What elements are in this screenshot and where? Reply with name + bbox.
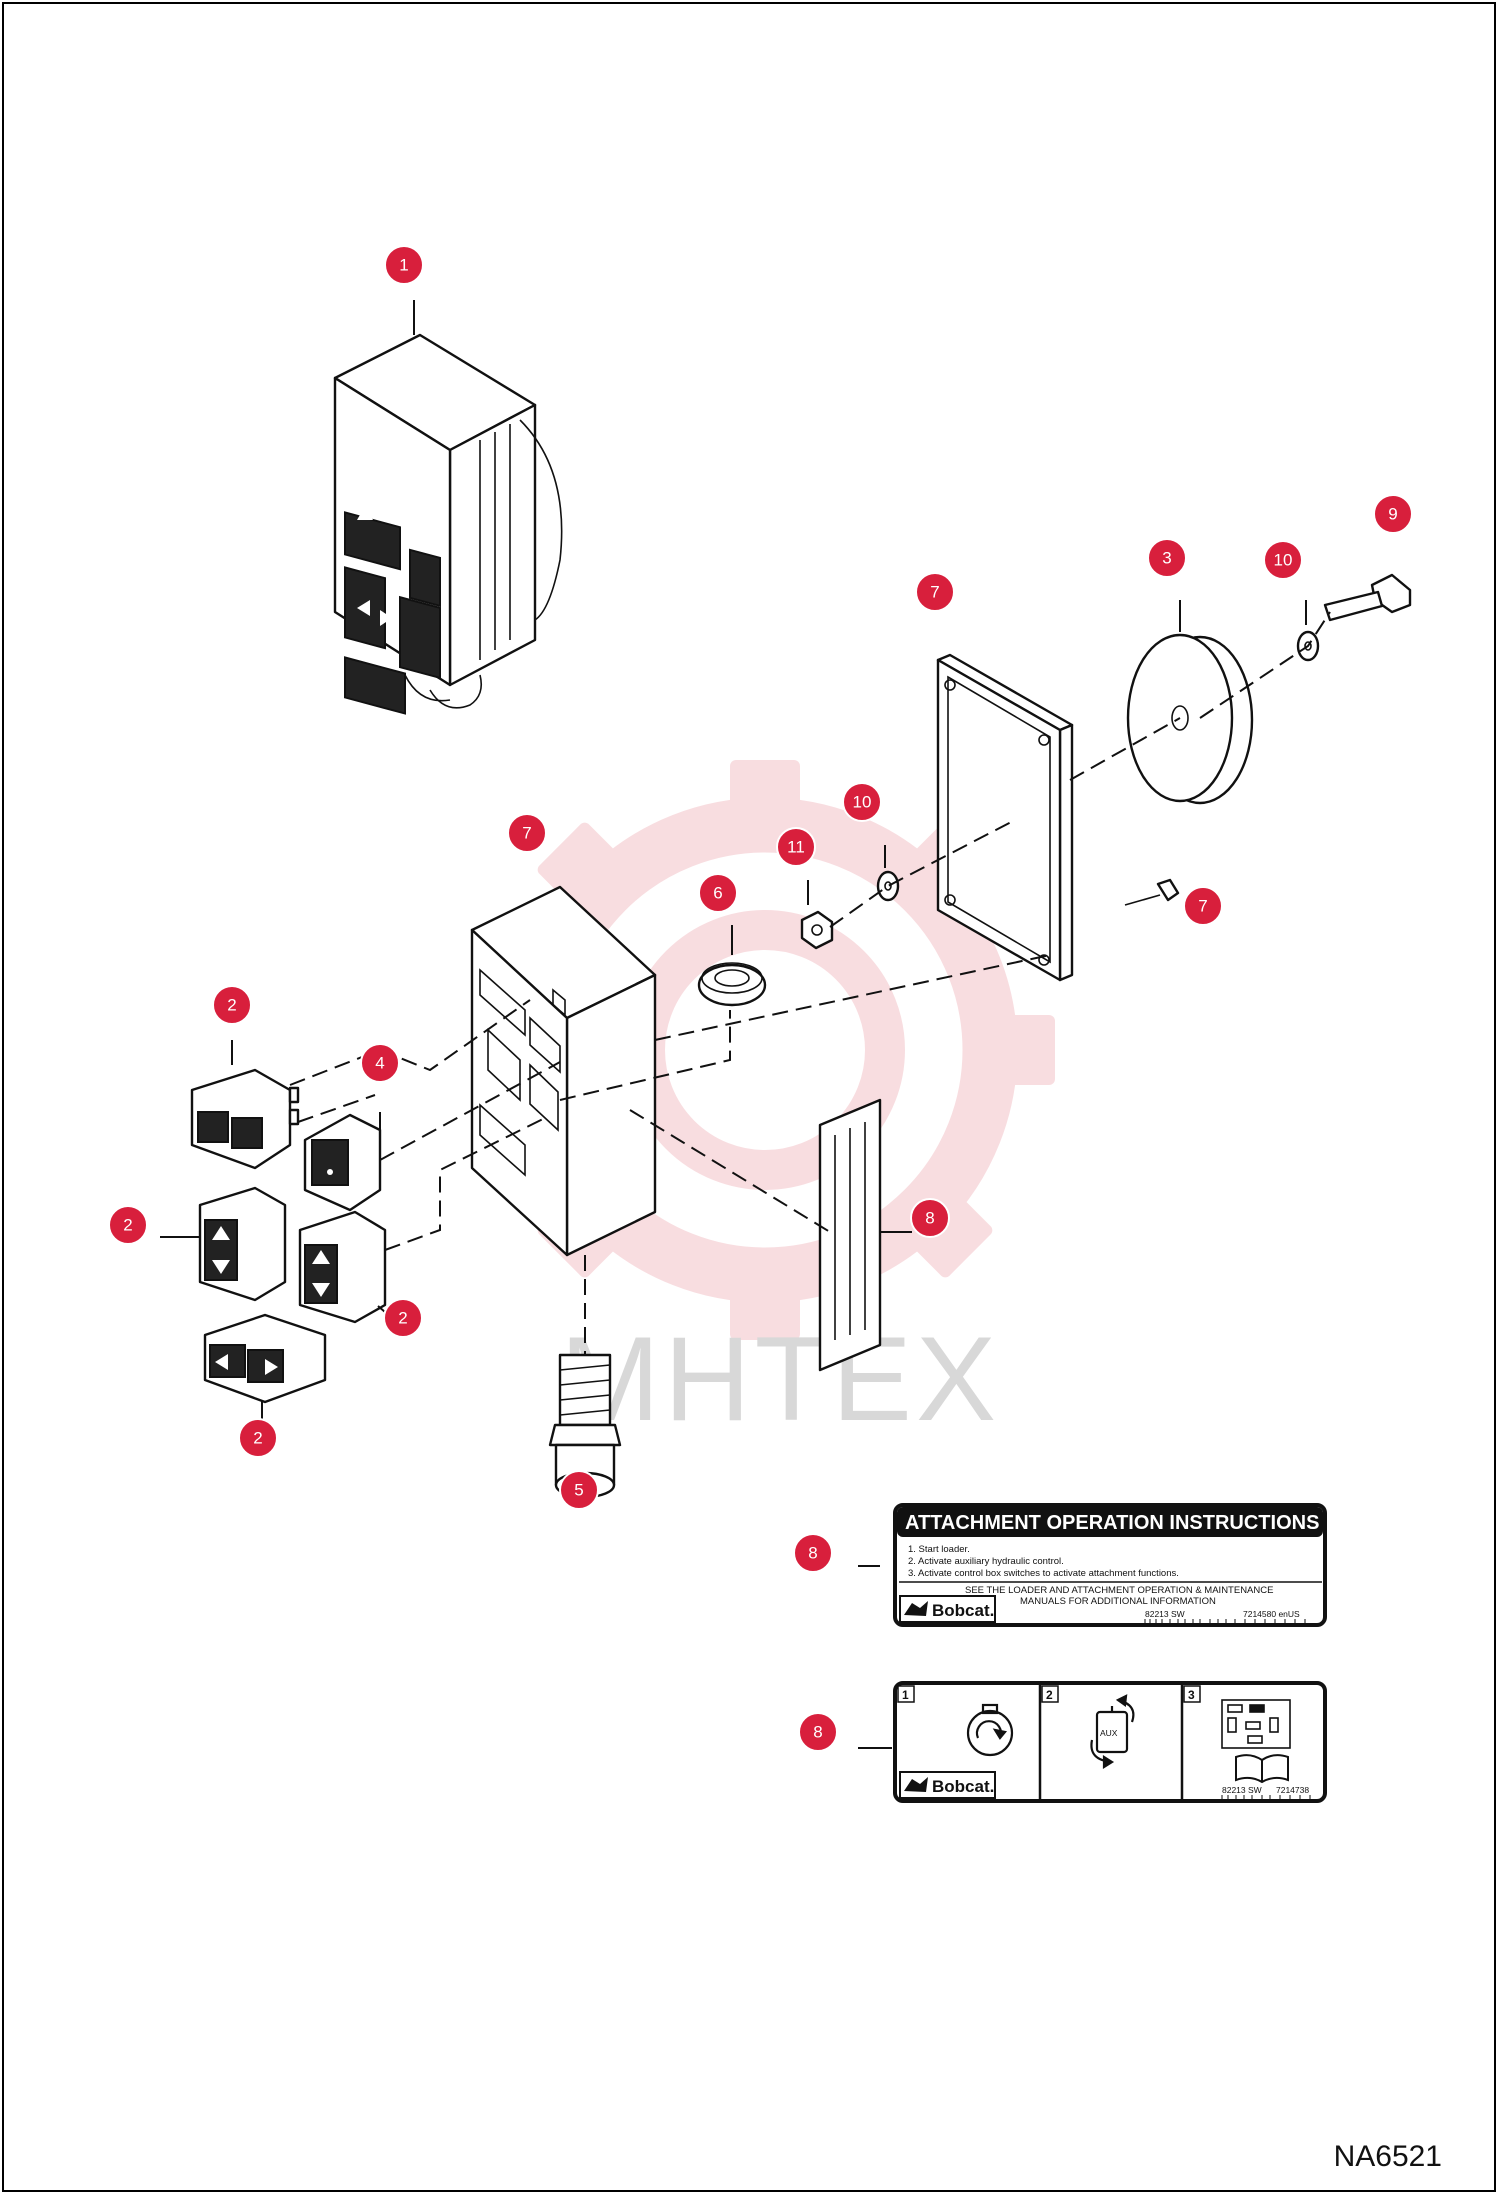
part-cover-plate (936, 653, 1074, 982)
part-magnet-disc (1126, 600, 1254, 805)
decal-code-left: 82213 SW (1145, 1609, 1185, 1619)
callout-7-cover: 7 (915, 572, 955, 612)
figure-code: NA6521 (1333, 2140, 1442, 2173)
callout-2-left: 2 (108, 1205, 148, 1245)
callout-3: 3 (1147, 538, 1187, 578)
callout-10-upper: 10 (1263, 540, 1303, 580)
decal-pictorial: 1 2 3 AUX (858, 1681, 1327, 1803)
part-rocker-switch-top (190, 1040, 300, 1170)
part-screw (1124, 878, 1180, 906)
callout-label: 2 (227, 996, 236, 1015)
decal-title: ATTACHMENT OPERATION INSTRUCTIONS (905, 1512, 1319, 1534)
callout-10-lower: 10 (842, 782, 882, 822)
callout-label: 3 (1162, 549, 1171, 568)
manual-book-icon (1235, 1754, 1289, 1784)
callout-label: 10 (1274, 551, 1293, 570)
callout-6: 6 (698, 873, 738, 913)
callout-label: 10 (853, 793, 872, 812)
decal-code-right: 7214580 enUS (1243, 1609, 1300, 1619)
decal-instructions: ATTACHMENT OPERATION INSTRUCTIONS 1. Sta… (858, 1503, 1327, 1627)
callout-label: 9 (1388, 505, 1397, 524)
part-lock-ring (697, 925, 767, 1007)
part-rocker-switch-bottom (203, 1313, 327, 1420)
callout-label: 2 (253, 1429, 262, 1448)
callout-label: 6 (713, 884, 722, 903)
callout-label: 7 (930, 583, 939, 602)
callout-4: 4 (360, 1043, 400, 1083)
decal-panel-2-number: 2 (1046, 1688, 1053, 1702)
part-box-housing (470, 885, 657, 1257)
bobcat-logo-icon: Bobcat. (899, 1771, 996, 1799)
part-decal-strip (818, 1098, 912, 1372)
part-control-box-assembly (333, 300, 563, 715)
decal-note-line-2: MANUALS FOR ADDITIONAL INFORMATION (1020, 1596, 1216, 1607)
callout-label: 7 (522, 824, 531, 843)
part-bolt (1323, 573, 1412, 622)
callout-label: 2 (398, 1309, 407, 1328)
decal-step-2: 2. Activate auxiliary hydraulic control. (908, 1556, 1064, 1567)
aux-label: AUX (1100, 1728, 1118, 1738)
callout-label: 11 (787, 838, 805, 857)
callout-label: 2 (123, 1216, 132, 1235)
assembly-lines (289, 611, 1331, 1355)
callout-11: 11 (776, 827, 816, 867)
bobcat-logo-icon: Bobcat. (899, 1595, 996, 1623)
engine-start-icon (966, 1703, 1014, 1757)
decal-pictorial-code-left: 82213 SW (1222, 1785, 1262, 1795)
callout-9: 9 (1373, 494, 1413, 534)
callout-label: 8 (925, 1209, 934, 1228)
decal-pictorial-code-right: 7214738 (1276, 1785, 1309, 1795)
decal-pictorial-brand: Bobcat. (932, 1777, 994, 1796)
callout-label: 1 (399, 256, 408, 275)
callout-2-top: 2 (212, 985, 252, 1025)
aux-hydraulic-icon (1090, 1694, 1135, 1769)
decal-panel-3-number: 3 (1188, 1688, 1195, 1702)
decal-step-1: 1. Start loader. (908, 1544, 970, 1555)
decal-panel-1-number: 1 (902, 1688, 909, 1702)
decal-note-line-1: SEE THE LOADER AND ATTACHMENT OPERATION … (965, 1585, 1273, 1596)
callout-8-decal-strip: 8 (910, 1198, 950, 1238)
callout-label: 8 (808, 1544, 817, 1563)
callout-label: 4 (375, 1054, 384, 1073)
callout-2-right: 2 (383, 1298, 423, 1338)
part-rocker-switch-single (303, 1112, 382, 1212)
part-rocker-switch-left (160, 1186, 287, 1302)
callout-5: 5 (559, 1470, 599, 1510)
callout-7-screw: 7 (1183, 886, 1223, 926)
callout-8-instructions: 8 (793, 1533, 833, 1573)
barcode-icon (1144, 1619, 1306, 1623)
barcode-icon (1221, 1795, 1311, 1799)
control-box-switch-icon (1221, 1699, 1291, 1749)
part-nut (800, 880, 834, 950)
callout-7-housing: 7 (507, 813, 547, 853)
callout-label: 5 (574, 1481, 583, 1500)
callout-label: 8 (813, 1723, 822, 1742)
callout-1: 1 (384, 245, 424, 285)
callout-2-bottom: 2 (238, 1418, 278, 1458)
part-rocker-switch-right (298, 1210, 387, 1324)
decal-step-3: 3. Activate control box switches to acti… (908, 1568, 1179, 1579)
watermark-text: MHTEX (560, 1312, 1000, 1446)
callout-8-pictorial: 8 (798, 1712, 838, 1752)
callout-label: 7 (1198, 897, 1207, 916)
decal-brand: Bobcat. (932, 1601, 994, 1620)
part-washer-lower (876, 845, 900, 902)
